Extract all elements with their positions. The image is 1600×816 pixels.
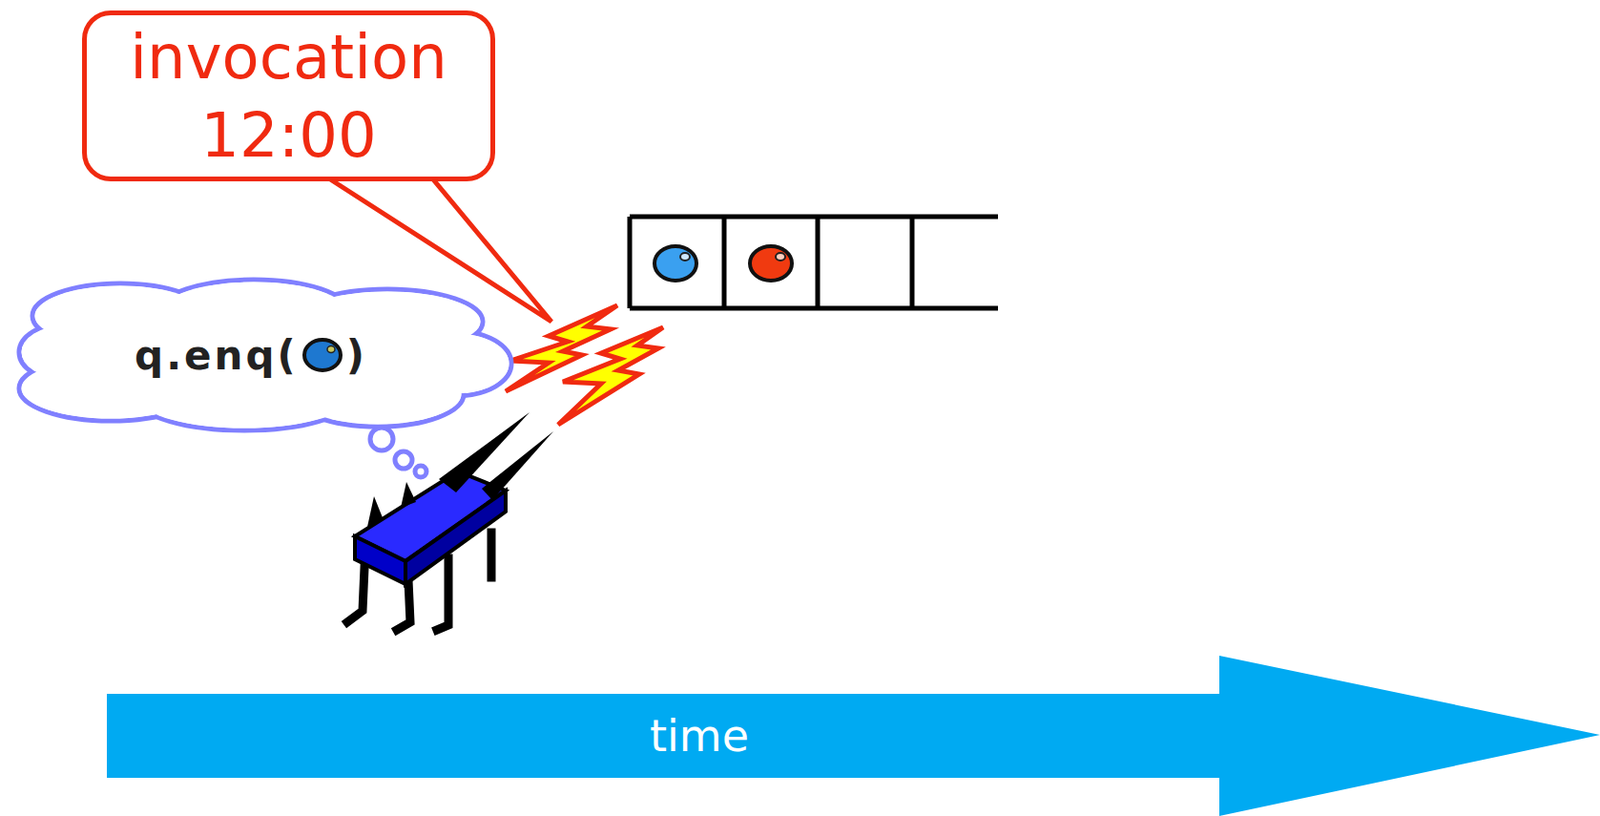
cloud-content: q.enq() bbox=[15, 275, 516, 435]
axis-label: time bbox=[106, 693, 1292, 778]
callout-text: invocation 12:00 bbox=[107, 18, 471, 175]
red-ball bbox=[749, 246, 792, 281]
thought-cloud: q.enq() bbox=[15, 275, 516, 435]
method-call-text: ) bbox=[346, 332, 368, 379]
lightning-bolt bbox=[558, 327, 664, 425]
thought-bubbles bbox=[370, 427, 427, 478]
callout-box: invocation 12:00 bbox=[82, 10, 496, 182]
thread-robot bbox=[347, 412, 554, 630]
method-call-text: q.enq( bbox=[134, 332, 299, 379]
time-arrow-shape bbox=[106, 655, 1600, 816]
blue-ball bbox=[654, 246, 697, 281]
queue-array bbox=[629, 216, 998, 309]
blue-ball-icon bbox=[301, 336, 344, 374]
time-arrow: time bbox=[106, 655, 1600, 816]
